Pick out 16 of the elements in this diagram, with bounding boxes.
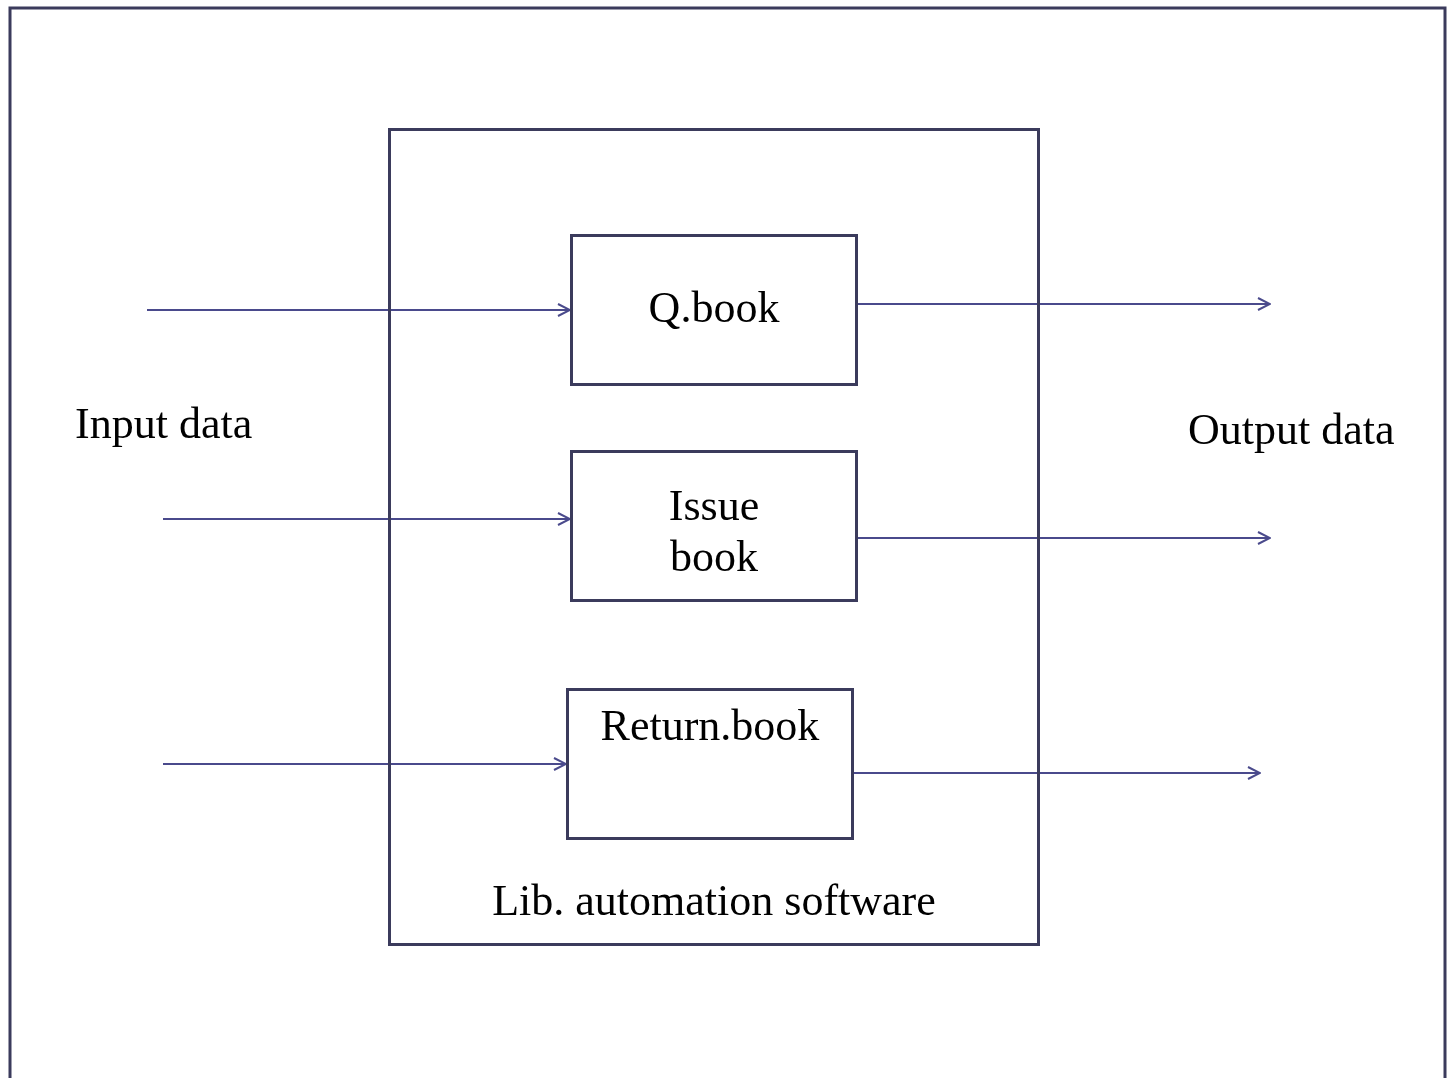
arrow: [146, 303, 571, 317]
process-box: [570, 450, 858, 602]
node-label: Issue book: [667, 481, 761, 583]
arrow: [162, 757, 567, 771]
node-label: Q.book: [647, 283, 781, 334]
io-label: Input data: [75, 398, 253, 449]
process-box: [566, 688, 854, 840]
arrow: [857, 297, 1271, 311]
io-label: Output data: [1188, 404, 1395, 455]
node-label: Lib. automation software: [491, 876, 937, 927]
node-label: Return.book: [599, 701, 821, 752]
arrow: [853, 766, 1261, 780]
process-box: [570, 234, 858, 386]
system-boundary-box: [388, 128, 1040, 946]
arrow: [162, 512, 571, 526]
arrow: [857, 531, 1271, 545]
